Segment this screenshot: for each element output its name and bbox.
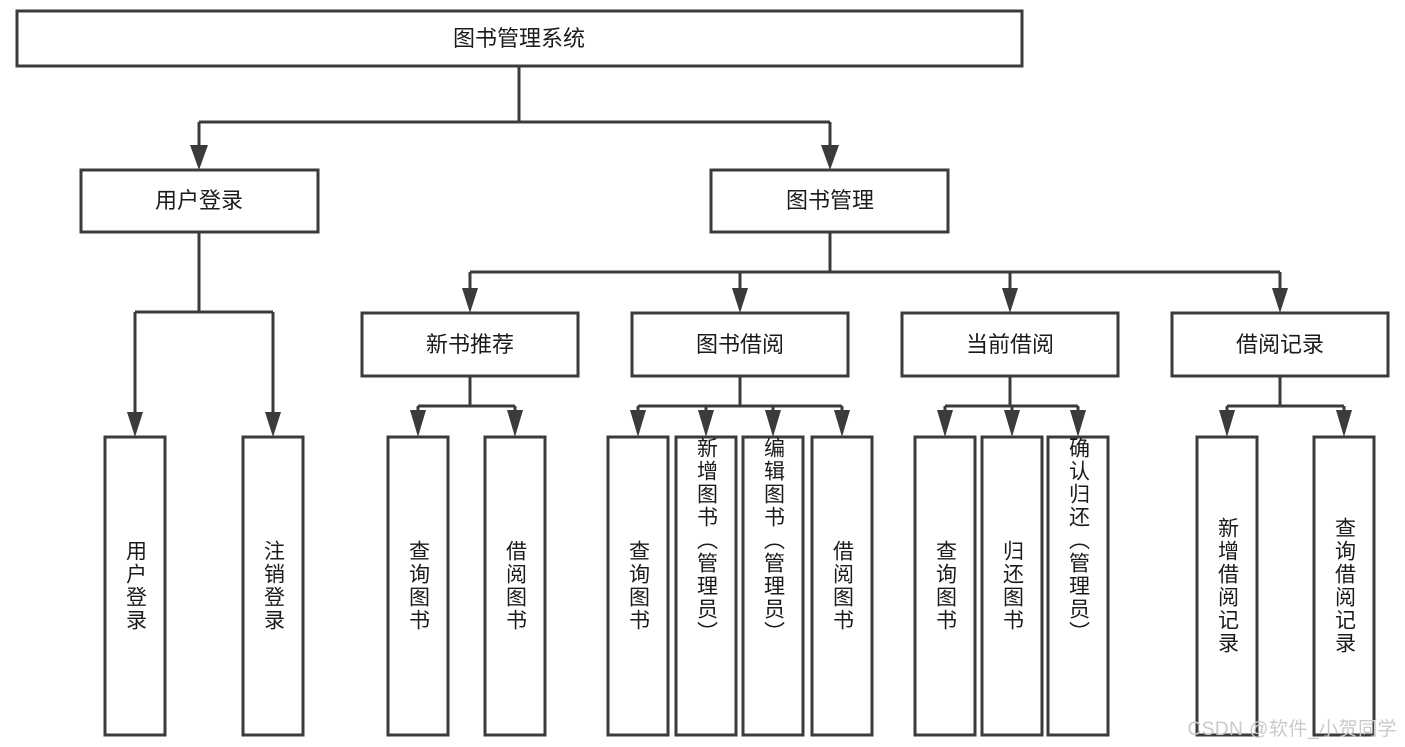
node-box-leaf-query-record[interactable] [1312,435,1376,737]
arrowhead-leaf-query-book-3 [937,410,953,437]
watermark: CSDN @软件_小贺同学 [1187,719,1397,740]
node-box-current-borrow[interactable] [900,311,1120,378]
node-label-borrow-record: 借阅记录 [1236,332,1324,357]
node-box-leaf-query-book-2[interactable] [606,435,670,737]
arrowhead-book-borrow [732,288,748,313]
node-label-new-book-recommend: 新书推荐 [426,332,514,357]
arrowhead-leaf-edit-book [765,410,781,437]
arrowhead-leaf-query-record [1336,410,1352,437]
node-box-leaf-borrow-book-2[interactable] [810,435,874,737]
arrowhead-leaf-borrow-book-2 [834,410,850,437]
connectors-book-management [462,232,1288,313]
node-box-book-management[interactable] [709,168,950,234]
node-label-root: 图书管理系统 [453,26,585,51]
node-box-root[interactable] [15,9,1024,68]
node-box-leaf-return-book[interactable] [980,435,1044,737]
node-box-leaf-edit-book[interactable] [741,435,805,737]
node-box-leaf-logout-login[interactable] [241,435,305,737]
node-box-leaf-add-record[interactable] [1195,435,1259,737]
node-box-leaf-borrow-book-1[interactable] [483,435,547,737]
node-box-book-borrow[interactable] [630,311,850,378]
node-label-book-borrow: 图书借阅 [696,332,784,357]
arrowhead-user-login [190,145,208,170]
arrowhead-leaf-query-book-1 [410,410,426,437]
arrowhead-leaf-confirm-return [1070,410,1086,437]
arrowhead-current-borrow [1002,288,1018,313]
arrowhead-new-book-recommend [462,288,478,313]
node-label-user-login: 用户登录 [155,188,243,213]
node-box-leaf-user-login[interactable] [103,435,167,737]
node-box-leaf-query-book-3[interactable] [913,435,977,737]
arrowhead-leaf-return-book [1004,410,1020,437]
arrowhead-leaf-borrow-book-1 [507,410,523,437]
node-label-book-management: 图书管理 [786,188,874,213]
connectors-borrow-record [1219,376,1352,437]
node-box-leaf-confirm-return[interactable] [1046,435,1110,737]
connectors-new-book-recommend [410,376,523,437]
node-box-borrow-record[interactable] [1170,311,1390,378]
arrowhead-book-management [821,145,839,170]
node-box-leaf-query-book-1[interactable] [386,435,450,737]
arrowhead-leaf-query-book-2 [630,410,646,437]
node-box-leaf-add-book[interactable] [674,435,738,737]
connectors-root [190,66,839,170]
arrowhead-borrow-record [1272,288,1288,313]
arrowhead-leaf-user-login [127,412,143,437]
node-box-new-book-recommend[interactable] [360,311,580,378]
arrowhead-leaf-add-book [698,410,714,437]
node-box-user-login[interactable] [79,168,320,234]
arrowhead-leaf-add-record [1219,410,1235,437]
arrowhead-leaf-logout-login [265,412,281,437]
connectors-current-borrow [937,376,1086,437]
node-label-current-borrow: 当前借阅 [966,332,1054,357]
connectors-user-login [127,232,281,437]
connectors-book-borrow [630,376,850,437]
